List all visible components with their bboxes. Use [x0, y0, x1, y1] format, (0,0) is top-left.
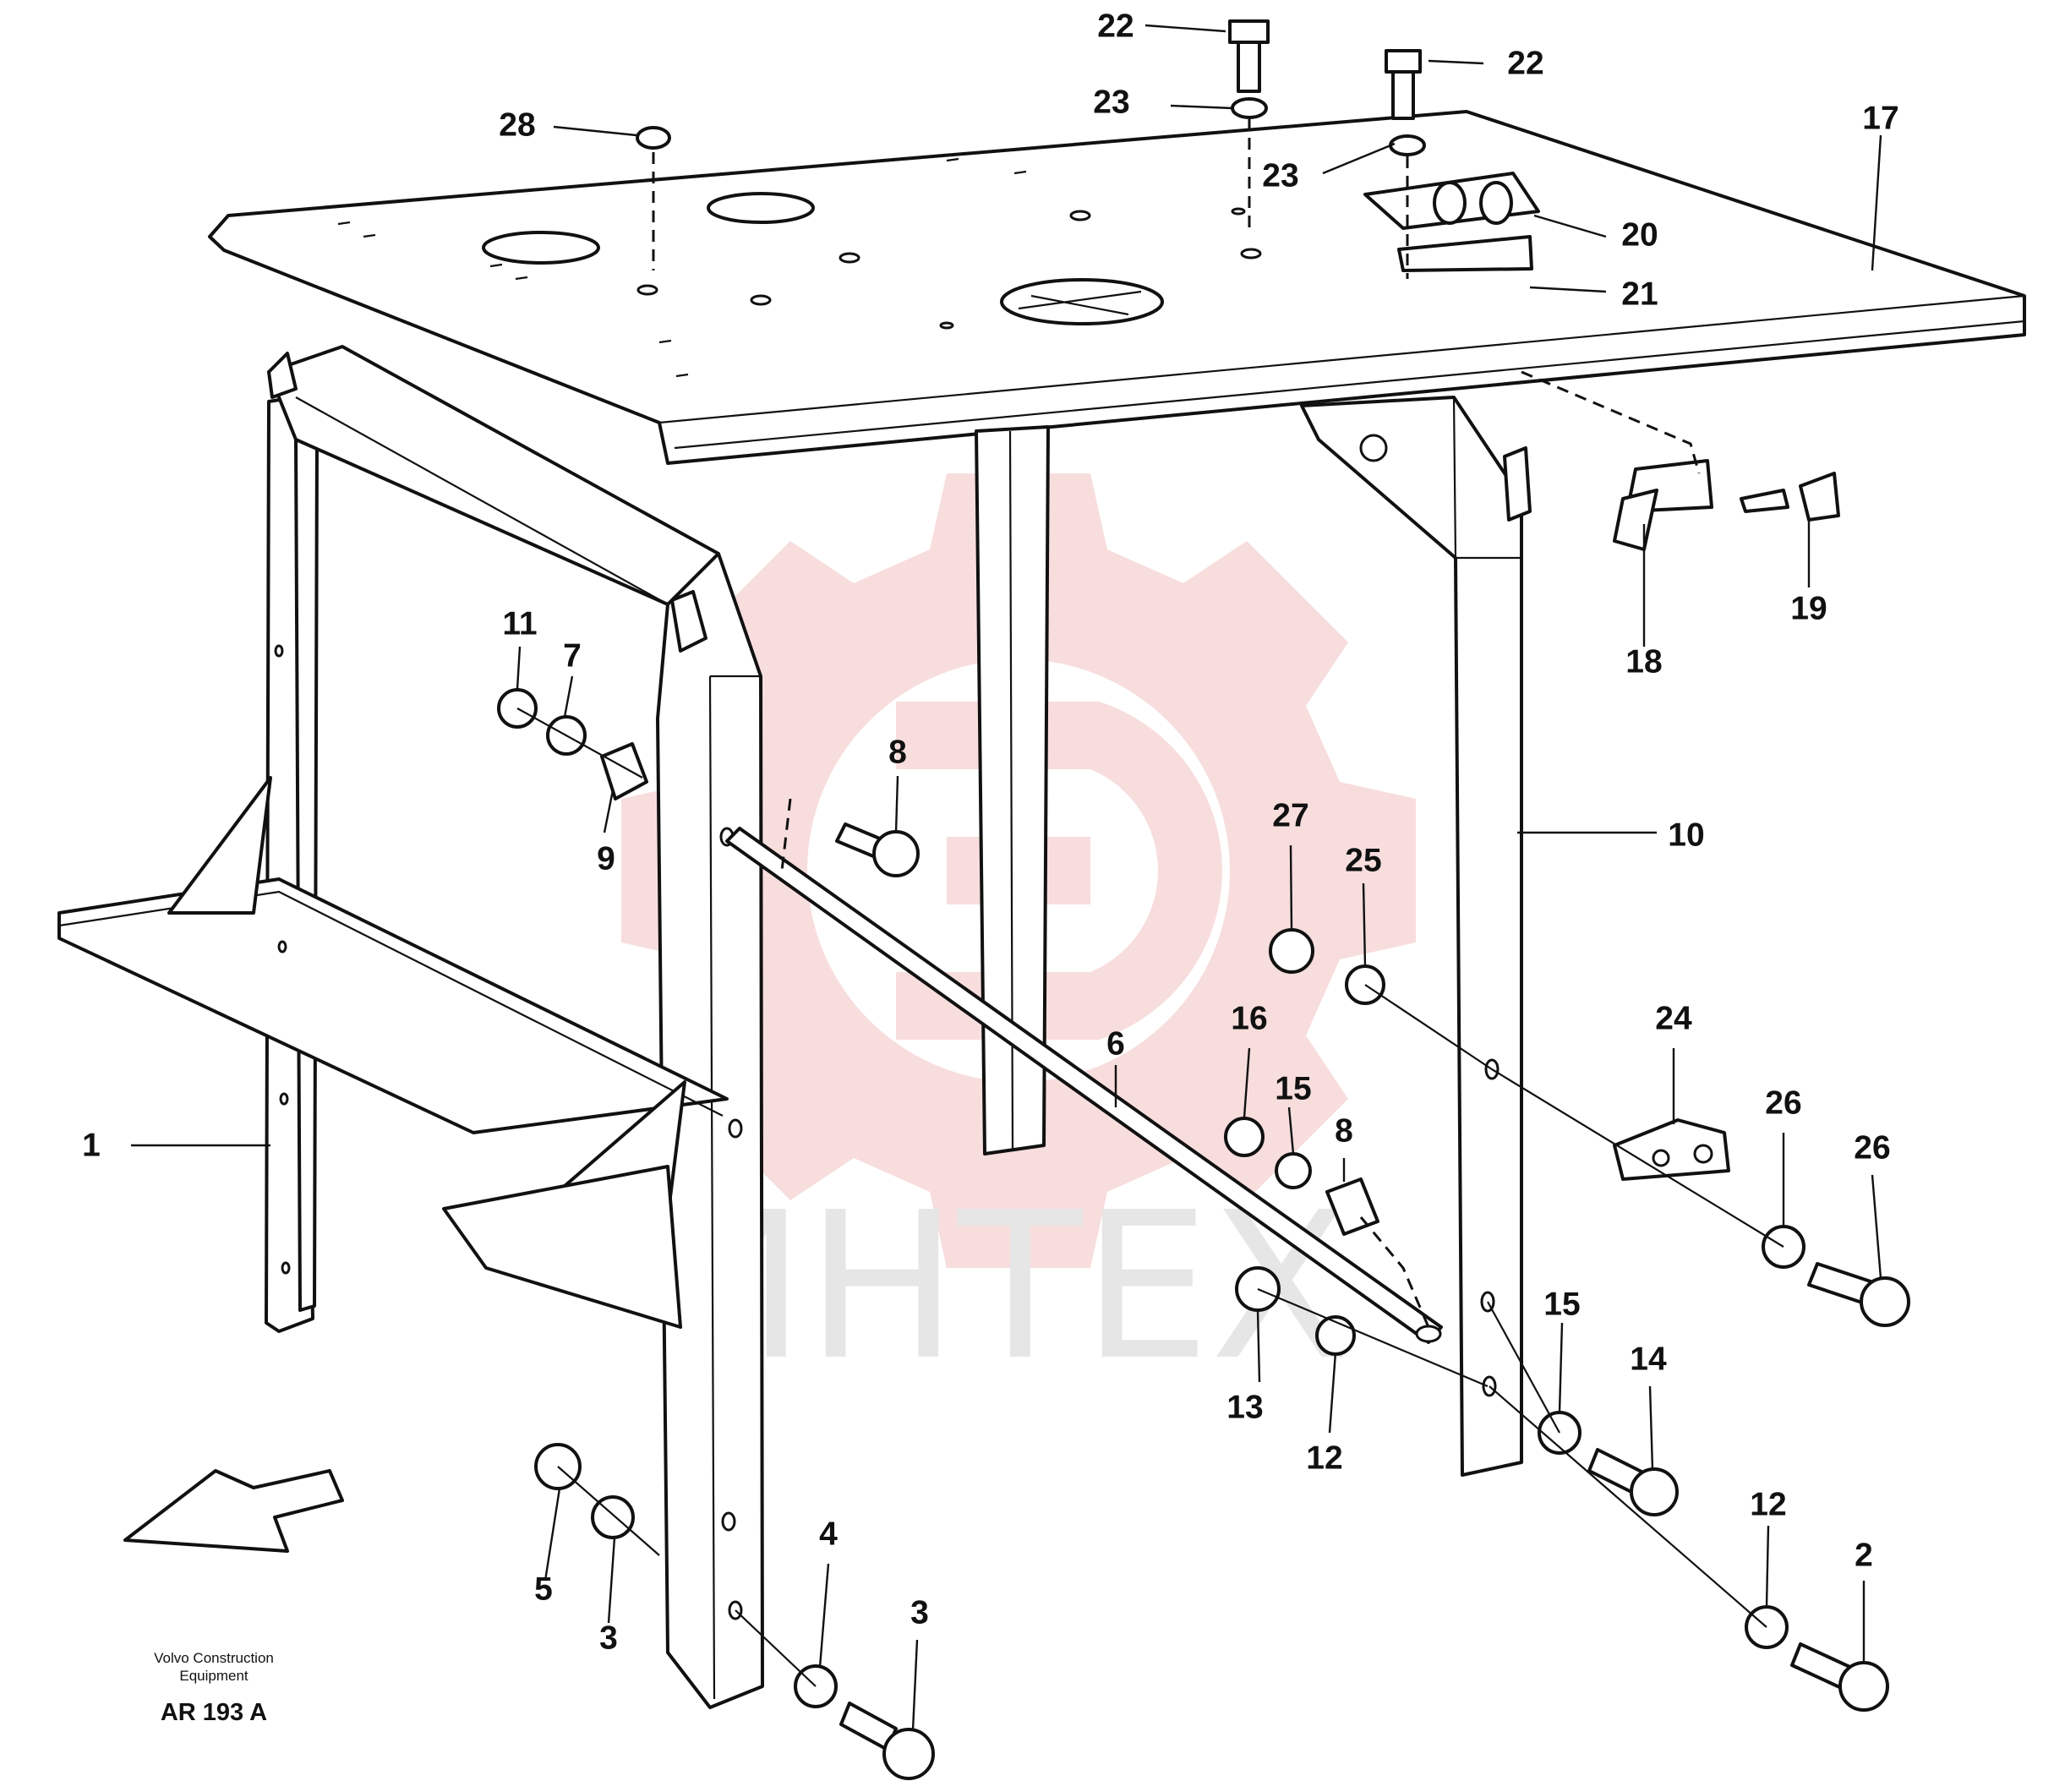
callout-27: 27: [1272, 797, 1308, 833]
callout-6: 8: [888, 734, 907, 770]
callout-26-upper: 25: [1345, 842, 1381, 878]
callout-2: 3: [910, 1594, 929, 1631]
callout-18: 18: [1625, 643, 1662, 680]
leader-lines: [131, 24, 1882, 1731]
callout-20: 20: [1621, 216, 1658, 253]
caption-manufacturer-line1: Volvo Construction: [154, 1650, 274, 1666]
callout-3-bottom: 4: [819, 1516, 838, 1552]
callout-23-right: 23: [1262, 157, 1298, 194]
callout-8-lower: 8: [1335, 1112, 1353, 1149]
callout-labels: 22 22 23 23 28 17 20 21 18 19 11 7 9 8 1…: [82, 8, 1899, 1656]
direction-arrow: [123, 1469, 344, 1553]
roof-panel: [208, 110, 2026, 465]
callout-7: 7: [563, 637, 582, 674]
callout-13: 13: [1226, 1389, 1263, 1425]
callout-5: 6: [1106, 1025, 1125, 1062]
callout-25: 26: [1854, 1129, 1890, 1166]
callout-10: 10: [1668, 817, 1704, 853]
callout-19: 19: [1790, 590, 1827, 626]
callout-1: 1: [82, 1127, 101, 1163]
center-post: [975, 425, 1050, 1156]
callout-26-lower: 26: [1765, 1084, 1801, 1121]
strut-bar: [725, 827, 1443, 1344]
callout-14: 14: [1630, 1341, 1667, 1377]
callout-9: 11: [502, 605, 537, 642]
callout-12-lower: 12: [1750, 1486, 1786, 1522]
callout-22-top-left: 22: [1097, 8, 1134, 44]
callout-17: 17: [1862, 100, 1898, 136]
bracket: [1613, 1118, 1730, 1181]
latch-assembly: [1363, 172, 1840, 551]
callout-16: 16: [1231, 1000, 1267, 1036]
callout-8-upper: 9: [597, 840, 615, 877]
watermark-text: ИНТЕХ: [654, 1168, 1350, 1405]
callout-21: 21: [1621, 276, 1658, 312]
callout-22-top-right: 22: [1507, 45, 1543, 81]
callout-3-left: 3: [599, 1620, 618, 1656]
frame-left: [57, 345, 764, 1709]
assembly-lines: [516, 118, 1784, 1687]
fasteners: [497, 19, 1910, 1780]
frame-right: [1300, 396, 1532, 1477]
callout-11: 2: [1855, 1537, 1873, 1573]
callout-23-left: 23: [1093, 84, 1129, 120]
callout-28: 28: [499, 107, 535, 143]
caption-drawing-code: AR 193 A: [161, 1699, 267, 1726]
callout-15-upper: 15: [1275, 1070, 1311, 1106]
callout-15-lower: 15: [1543, 1286, 1580, 1322]
callout-4: 5: [534, 1571, 553, 1607]
caption-manufacturer-line2: Equipment: [179, 1668, 249, 1684]
callout-12-middle: 12: [1306, 1440, 1342, 1476]
roof-holes: [636, 207, 1262, 330]
callout-24: 24: [1655, 1000, 1692, 1036]
drawing-caption: Volvo Construction Equipment AR 193 A: [154, 1650, 274, 1726]
